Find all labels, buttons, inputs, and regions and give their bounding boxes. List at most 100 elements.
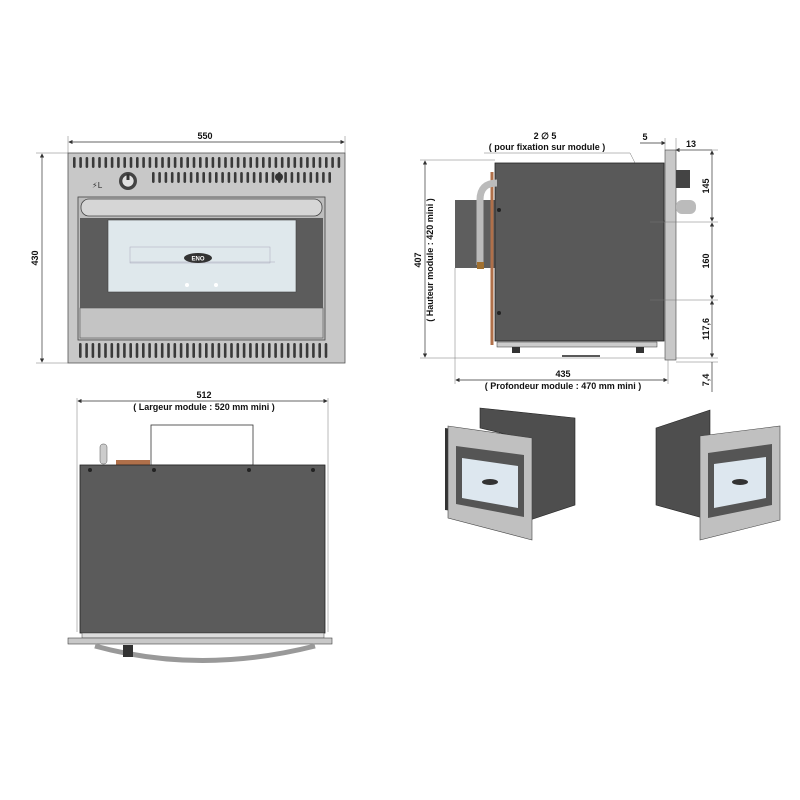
- vent-slot: [98, 157, 101, 168]
- vent-slot: [85, 343, 88, 358]
- gas-pipe: [476, 179, 498, 265]
- vent-slot: [328, 172, 331, 183]
- vent-slot: [152, 172, 155, 183]
- vent-slot: [274, 157, 278, 168]
- vent-slot: [324, 343, 328, 358]
- vent-slot: [280, 343, 284, 358]
- vent-slot: [189, 172, 193, 183]
- vent-slot: [230, 343, 233, 358]
- top-width-note: ( Largeur module : 520 mm mini ): [133, 402, 275, 412]
- vent-slot: [170, 172, 174, 183]
- vent-slot: [287, 157, 290, 168]
- door-handle[interactable]: [80, 198, 323, 217]
- vent-slot: [205, 157, 208, 168]
- vent-slots-top: [73, 157, 341, 168]
- depth-label: 435: [555, 369, 570, 379]
- vent-slot: [154, 157, 158, 168]
- vent-slot: [104, 157, 108, 168]
- vent-slot: [186, 157, 189, 168]
- vent-slot: [233, 172, 237, 183]
- panel-offset-label: 5: [642, 132, 647, 142]
- vent-slot: [79, 343, 82, 358]
- side-handle: [676, 200, 696, 214]
- vent-slot: [337, 157, 341, 168]
- vent-slot: [192, 157, 196, 168]
- vent-slot: [104, 343, 107, 358]
- vent-slot: [154, 343, 158, 358]
- vent-slot: [97, 343, 101, 358]
- vent-slot: [160, 343, 164, 358]
- vent-slot: [274, 343, 277, 358]
- vent-slot: [299, 343, 303, 358]
- vent-slot: [240, 172, 243, 183]
- vent-slot: [179, 343, 183, 358]
- vent-slots-bottom: [79, 343, 328, 358]
- vent-slot: [202, 172, 205, 183]
- vent-slot: [205, 343, 208, 358]
- vent-slot: [286, 343, 290, 358]
- control-knob-icon[interactable]: [119, 172, 137, 190]
- vent-slot: [211, 343, 214, 358]
- vent-slot: [255, 343, 258, 358]
- vent-slot: [331, 157, 334, 168]
- side-body: [494, 162, 665, 342]
- vent-slot: [129, 343, 132, 358]
- vent-slot: [293, 157, 297, 168]
- perspective-view-right: [655, 409, 781, 541]
- vent-slot: [259, 172, 262, 183]
- vent-slot: [223, 343, 227, 358]
- front-width-label: 550: [197, 131, 212, 141]
- vent-slot: [136, 157, 139, 168]
- vent-slot: [306, 157, 309, 168]
- side-view: 2 ∅ 5 ( pour fixation sur module ) 5 13 …: [413, 131, 718, 392]
- vent-slot: [268, 157, 271, 168]
- vent-slot: [217, 157, 221, 168]
- vent-slot: [242, 343, 246, 358]
- vent-slot: [161, 157, 164, 168]
- vent-slot: [110, 157, 114, 168]
- ignition-button-icon[interactable]: [275, 173, 283, 181]
- top-view: 512 ( Largeur module : 520 mm mini ): [67, 390, 333, 663]
- dim-160: 160: [701, 253, 711, 268]
- vent-slot: [199, 157, 202, 168]
- vent-slot: [227, 172, 231, 183]
- vent-slot: [164, 172, 168, 183]
- depth-note: ( Profondeur module : 470 mm mini ): [485, 381, 642, 391]
- top-door-handle: [94, 643, 316, 663]
- side-height-note: ( Hauteur module : 420 mini ): [425, 198, 435, 322]
- top-front-panel: [67, 637, 333, 645]
- vent-slot: [142, 157, 145, 168]
- perspective-view-left: [445, 407, 576, 541]
- vent-slot: [305, 343, 309, 358]
- vent-slot: [158, 172, 161, 183]
- vent-slot: [325, 157, 328, 168]
- front-view: 550 430 ⚡L ENO: [30, 131, 346, 364]
- vent-slot: [167, 343, 170, 358]
- front-height-label: 430: [30, 250, 40, 265]
- vent-slot: [180, 157, 183, 168]
- vent-slot: [73, 157, 76, 168]
- vent-slot: [186, 343, 189, 358]
- vent-slot: [318, 343, 321, 358]
- vent-slot: [123, 343, 126, 358]
- vent-slot: [261, 343, 265, 358]
- vent-slot: [249, 343, 252, 358]
- holes-note: ( pour fixation sur module ): [489, 142, 606, 152]
- vent-slot: [265, 172, 268, 183]
- vent-slot: [142, 343, 145, 358]
- vent-slot: [79, 157, 82, 168]
- vent-slot: [309, 172, 313, 183]
- vent-slot: [224, 157, 227, 168]
- vent-slot: [91, 157, 95, 168]
- logo-text: ENO: [191, 257, 204, 263]
- vent-slot: [243, 157, 246, 168]
- vent-slot: [129, 157, 133, 168]
- vent-slot: [284, 172, 287, 183]
- top-width-label: 512: [196, 390, 211, 400]
- rear-box: [455, 200, 495, 268]
- vent-slot: [249, 157, 252, 168]
- vent-slot: [296, 172, 300, 183]
- vent-slot: [230, 157, 234, 168]
- vent-slot: [123, 157, 126, 168]
